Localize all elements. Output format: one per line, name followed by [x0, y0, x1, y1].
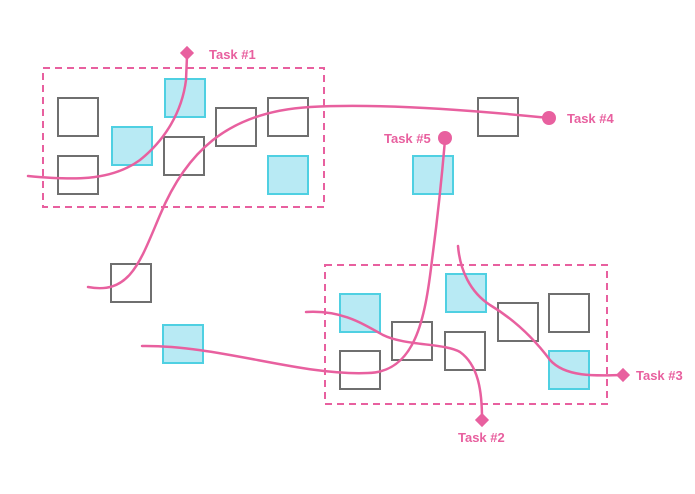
node: [267, 97, 309, 137]
task4-label: Task #4: [567, 111, 615, 126]
task1-path: [26, 54, 189, 180]
task4-path: [86, 104, 551, 290]
task1-label: Task #1: [209, 47, 256, 62]
task5-circle-marker: [438, 131, 452, 145]
node: [444, 331, 486, 371]
task3-label: Task #3: [636, 368, 683, 383]
node: [215, 107, 257, 147]
node: [57, 155, 99, 195]
node: [57, 97, 99, 137]
highlighted-node: [111, 126, 153, 166]
highlighted-node: [412, 155, 454, 195]
highlighted-node: [445, 273, 487, 313]
cluster-region-top: [42, 67, 325, 208]
node: [110, 263, 152, 303]
node-group-highlighted: [111, 78, 590, 390]
task5-path: [140, 138, 447, 375]
node: [497, 302, 539, 342]
highlighted-node: [267, 155, 309, 195]
cluster-region-bottom: [324, 264, 608, 405]
task2-diamond-marker: [474, 412, 490, 428]
task5-label: Task #5: [384, 131, 431, 146]
task2-label: Task #2: [458, 430, 505, 445]
node: [477, 97, 519, 137]
node: [339, 350, 381, 390]
task3-path: [456, 244, 624, 377]
highlighted-node: [339, 293, 381, 333]
task2-path: [304, 310, 484, 421]
highlighted-node: [548, 350, 590, 390]
task1-diamond-marker: [179, 45, 195, 61]
node: [548, 293, 590, 333]
highlighted-node: [162, 324, 204, 364]
task3-diamond-marker: [615, 367, 631, 383]
task4-circle-marker: [542, 111, 556, 125]
